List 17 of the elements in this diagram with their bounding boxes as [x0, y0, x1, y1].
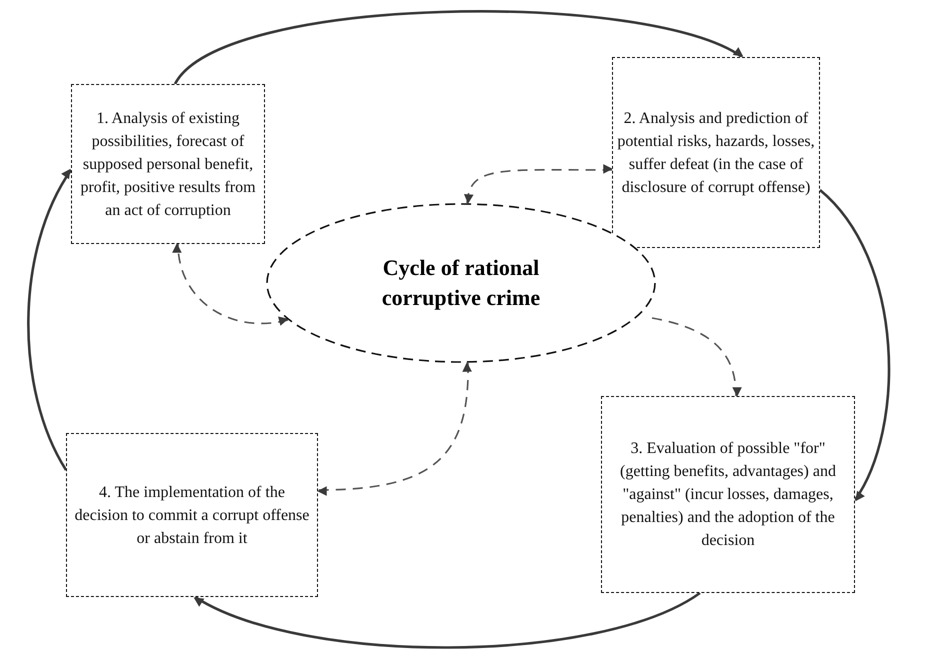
step-text: 3. Evaluation of possible "for" (getting benefits, advantages) and "against" (incur losses, damages, penalties) and the adoption of the decision [619, 439, 837, 551]
arrow [194, 592, 701, 649]
step-box [612, 57, 820, 248]
step-box [66, 433, 318, 597]
arrow [27, 168, 72, 471]
step-box [71, 84, 265, 244]
arrow [464, 164, 613, 204]
step-text: 2. Analysis and prediction of potential risks, hazards, losses, suffer defeat (in the case of disclosure of corrupt offense) [617, 108, 815, 198]
arrow [652, 317, 742, 397]
arrow [174, 10, 744, 85]
arrow [317, 362, 472, 496]
arrow [172, 243, 289, 326]
cycle-title: Cycle of rational corruptive crime [380, 254, 542, 312]
step-box [601, 396, 855, 593]
arrow [819, 189, 890, 502]
step-text: 4. The implementation of the decision to commit a corrupt offense or abstain from it [74, 482, 310, 548]
step-text: 1. Analysis of existing possibilities, forecast of supposed personal benefit, profit, positive results from an act of corruption [79, 108, 257, 220]
